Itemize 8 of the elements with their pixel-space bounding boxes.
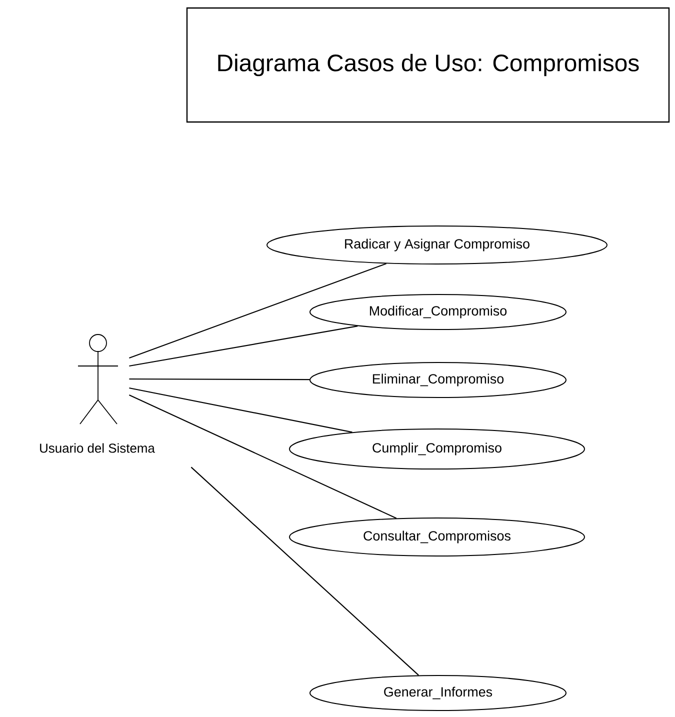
association-line: [129, 326, 358, 367]
actor-label: Usuario del Sistema: [40, 443, 155, 453]
association-line: [129, 378, 310, 380]
title-box: Diagrama Casos de Uso: Compromisos: [186, 7, 670, 123]
association-line: [128, 394, 397, 519]
association-line: [129, 387, 352, 433]
association-line: [190, 466, 419, 676]
association-line: [129, 263, 386, 359]
